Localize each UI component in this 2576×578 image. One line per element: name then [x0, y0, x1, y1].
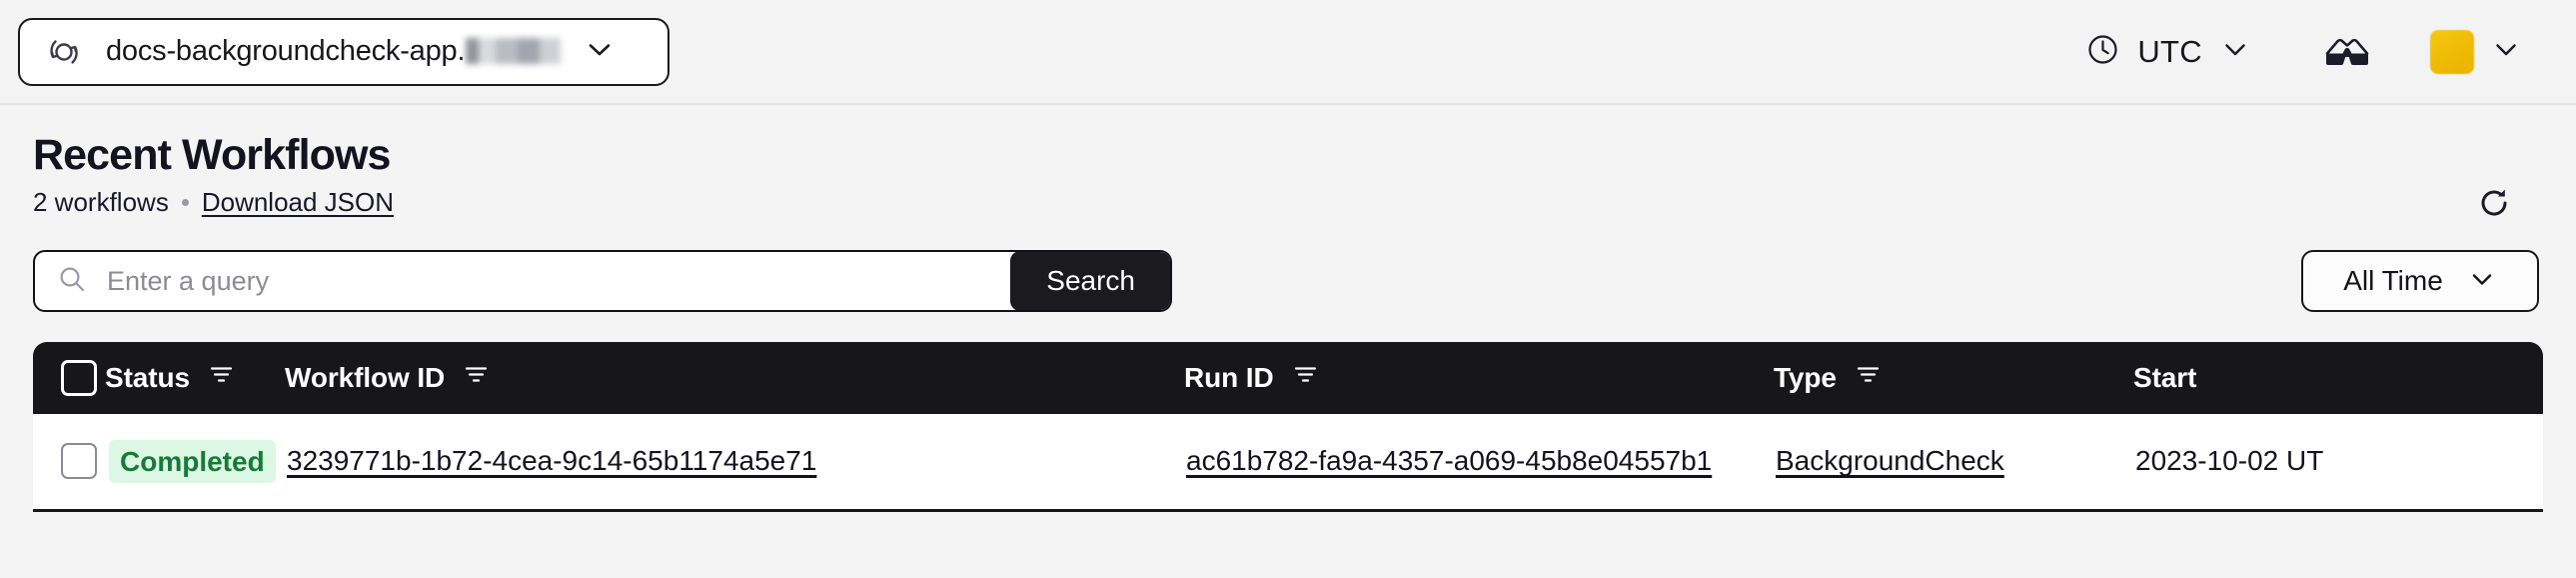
table-head: Status Workflow ID — [33, 342, 2543, 415]
column-header-type-label: Type — [1774, 362, 1837, 394]
status-badge: Completed — [109, 439, 276, 483]
timezone-selector[interactable]: UTC — [2075, 26, 2261, 78]
workflow-id-link[interactable]: 3239771b-1b72-4cea-9c14-65b1174a5e71 — [287, 445, 817, 477]
filter-icon[interactable] — [1855, 361, 1882, 395]
namespace-circle-arrows-icon — [44, 32, 84, 72]
clock-icon — [2085, 32, 2120, 72]
table-header-row: Status Workflow ID — [33, 342, 2543, 415]
select-all-header — [33, 342, 105, 414]
refresh-icon — [2474, 183, 2514, 223]
search-button[interactable]: Search — [1010, 252, 1170, 311]
row-workflow-id-cell: 3239771b-1b72-4cea-9c14-65b1174a5e71 — [285, 414, 1184, 510]
run-id-link[interactable]: ac61b782-fa9a-4357-a069-45b8e04557b1 — [1186, 445, 1713, 477]
avatar — [2430, 29, 2474, 74]
page-title: Recent Workflows — [33, 131, 391, 179]
chevron-down-icon[interactable] — [2490, 33, 2522, 70]
table-body: Completed 3239771b-1b72-4cea-9c14-65b117… — [33, 414, 2543, 511]
search-icon — [57, 264, 87, 299]
time-range-label: All Time — [2343, 265, 2443, 297]
glasses-button[interactable] — [2316, 27, 2378, 77]
top-bar-right-group: UTC — [2075, 26, 2576, 78]
download-json-link[interactable]: Download JSON — [201, 187, 395, 218]
workflows-table: Status Workflow ID — [33, 342, 2543, 512]
row-type-cell: BackgroundCheck — [1774, 414, 2133, 510]
column-header-start[interactable]: Start — [2133, 342, 2543, 414]
search-row: Search All Time — [33, 250, 2543, 313]
page-subtitle: 2 workflows Download JSON — [33, 187, 2543, 218]
chevron-down-icon[interactable] — [2467, 264, 2497, 299]
filter-icon[interactable] — [208, 361, 235, 395]
timezone-label: UTC — [2137, 33, 2202, 69]
chevron-down-icon[interactable] — [2219, 33, 2251, 70]
workflow-count: 2 workflows — [33, 187, 169, 218]
row-start-cell: 2023-10-02 UT — [2133, 414, 2543, 510]
row-run-id-cell: ac61b782-fa9a-4357-a069-45b8e04557b1 — [1184, 414, 1774, 510]
column-header-workflow-id[interactable]: Workflow ID — [285, 342, 1184, 414]
namespace-selector[interactable]: docs-backgroundcheck-app. — [18, 17, 669, 86]
select-all-checkbox[interactable] — [61, 360, 97, 397]
page-header: Recent Workflows 2 workflows Download JS… — [33, 105, 2543, 218]
namespace-label-text: docs-backgroundcheck-app. — [106, 35, 466, 67]
column-header-status-label: Status — [105, 362, 190, 394]
filter-icon[interactable] — [463, 361, 490, 395]
column-header-start-label: Start — [2133, 362, 2197, 394]
column-header-run-id[interactable]: Run ID — [1184, 342, 1774, 414]
namespace-label: docs-backgroundcheck-app. — [106, 35, 562, 68]
column-header-workflow-id-label: Workflow ID — [285, 362, 446, 394]
row-checkbox[interactable] — [61, 443, 97, 480]
row-select-cell — [33, 414, 105, 510]
search-field[interactable] — [35, 252, 1012, 310]
column-header-type[interactable]: Type — [1774, 342, 2133, 414]
workflow-type-link[interactable]: BackgroundCheck — [1776, 445, 2004, 477]
refresh-button[interactable] — [2474, 183, 2514, 223]
filter-icon[interactable] — [1292, 361, 1319, 395]
namespace-redacted-block — [466, 38, 562, 64]
time-range-selector[interactable]: All Time — [2301, 250, 2539, 313]
top-bar: docs-backgroundcheck-app. UTC — [0, 0, 2576, 105]
user-menu[interactable] — [2430, 29, 2522, 74]
chevron-down-icon[interactable] — [583, 32, 617, 71]
search-box: Search — [33, 250, 1172, 313]
table-row[interactable]: Completed 3239771b-1b72-4cea-9c14-65b117… — [33, 414, 2543, 511]
row-status-cell: Completed — [105, 414, 285, 510]
glasses-icon — [2324, 35, 2370, 69]
search-input[interactable] — [107, 265, 1012, 297]
column-header-status[interactable]: Status — [105, 342, 285, 414]
page-content: Recent Workflows 2 workflows Download JS… — [0, 105, 2576, 512]
column-header-run-id-label: Run ID — [1184, 362, 1274, 394]
separator-dot — [181, 199, 189, 207]
start-time-value: 2023-10-02 UT — [2135, 445, 2324, 477]
